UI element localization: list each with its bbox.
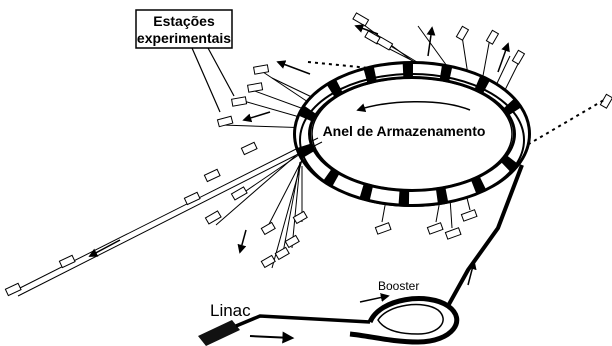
booster-label: Booster bbox=[378, 279, 419, 293]
stations-pointer bbox=[192, 48, 234, 112]
stations-label-line2: experimentais bbox=[137, 30, 231, 46]
beamlines-left bbox=[5, 65, 322, 296]
booster-arrow bbox=[360, 296, 388, 302]
stations-callout: Estações experimentais bbox=[136, 10, 234, 112]
linac-beam-arrow bbox=[250, 336, 292, 338]
ring-label: Anel de Armazenamento bbox=[323, 123, 486, 139]
dotted-beamline-right bbox=[522, 100, 604, 148]
linac-label: Linac bbox=[210, 301, 251, 320]
linac bbox=[198, 316, 370, 346]
ring-circulation-arrow bbox=[358, 102, 470, 110]
stations-label-line1: Estações bbox=[153, 13, 215, 29]
